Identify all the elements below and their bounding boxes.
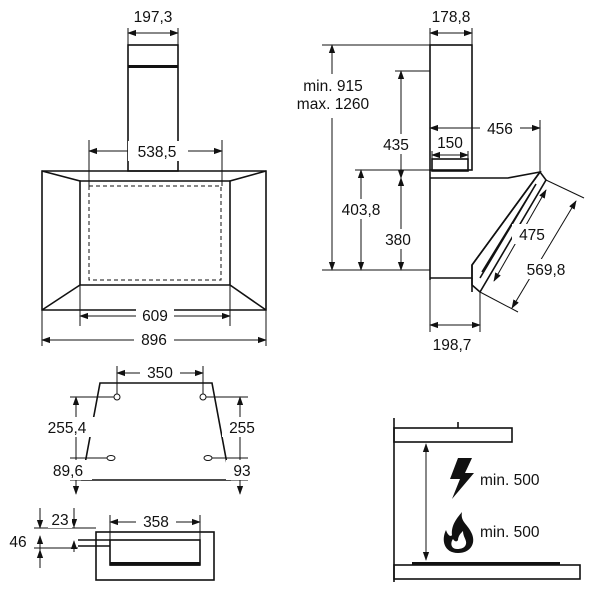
bracket-view: 350 255,4 89,6 255 93 bbox=[38, 362, 262, 495]
label-outlet-height: 380 bbox=[385, 232, 411, 249]
label-min-height: min. 915 bbox=[303, 78, 362, 95]
label-glass-inner: 475 bbox=[519, 227, 545, 244]
label-electric-clearance: min. 500 bbox=[480, 472, 540, 489]
side-view: 178,8 min. 915 max. 1260 435 150 bbox=[284, 5, 585, 355]
label-upper-height: 435 bbox=[383, 137, 409, 154]
label-right-height: 255 bbox=[229, 420, 255, 437]
bottom-view: 358 23 46 bbox=[4, 508, 215, 581]
dim-glass-outer bbox=[511, 200, 577, 309]
bracket-plate bbox=[81, 382, 231, 481]
label-max-height: max. 1260 bbox=[297, 96, 370, 113]
side-glass-panel bbox=[471, 170, 547, 294]
label-inner-width: 538,5 bbox=[138, 144, 177, 161]
label-body-height: 403,8 bbox=[342, 202, 381, 219]
bottom-inner-box bbox=[109, 539, 201, 566]
label-total-width: 896 bbox=[141, 332, 167, 349]
clearance-hood bbox=[393, 427, 513, 443]
front-view: 197,3 538,5 609 896 bbox=[41, 5, 267, 349]
label-outlet-depth: 150 bbox=[437, 135, 463, 152]
label-right-offset: 93 bbox=[233, 463, 250, 480]
label-bottom-height: 46 bbox=[9, 534, 26, 551]
label-projection: 456 bbox=[487, 121, 513, 138]
side-chimney bbox=[429, 44, 473, 171]
bottom-housing bbox=[95, 531, 215, 581]
electric-icon bbox=[450, 458, 474, 499]
label-top-offset: 23 bbox=[51, 512, 68, 529]
side-outlet bbox=[431, 158, 469, 172]
clearance-view: min. 500 min. 500 bbox=[393, 418, 581, 582]
label-chimney-width: 197,3 bbox=[134, 9, 173, 26]
clearance-cooktop bbox=[393, 564, 581, 580]
label-bottom-width: 609 bbox=[142, 308, 168, 325]
bracket-hole-top-left bbox=[113, 393, 121, 401]
label-gas-clearance: min. 500 bbox=[480, 524, 540, 541]
label-glass-outer: 569,8 bbox=[527, 262, 566, 279]
bracket-hole-top-right bbox=[199, 393, 207, 401]
label-hole-spacing: 350 bbox=[147, 365, 173, 382]
label-left-offset: 89,6 bbox=[53, 463, 83, 480]
front-glass-panel bbox=[88, 185, 222, 281]
front-hood-outline bbox=[41, 170, 267, 311]
label-left-height: 255,4 bbox=[48, 420, 87, 437]
label-base-depth: 198,7 bbox=[433, 337, 472, 354]
bracket-slot-right bbox=[203, 455, 213, 461]
label-bottom-width: 358 bbox=[143, 514, 169, 531]
bracket-slot-left bbox=[106, 455, 116, 461]
label-chimney-depth: 178,8 bbox=[432, 9, 471, 26]
